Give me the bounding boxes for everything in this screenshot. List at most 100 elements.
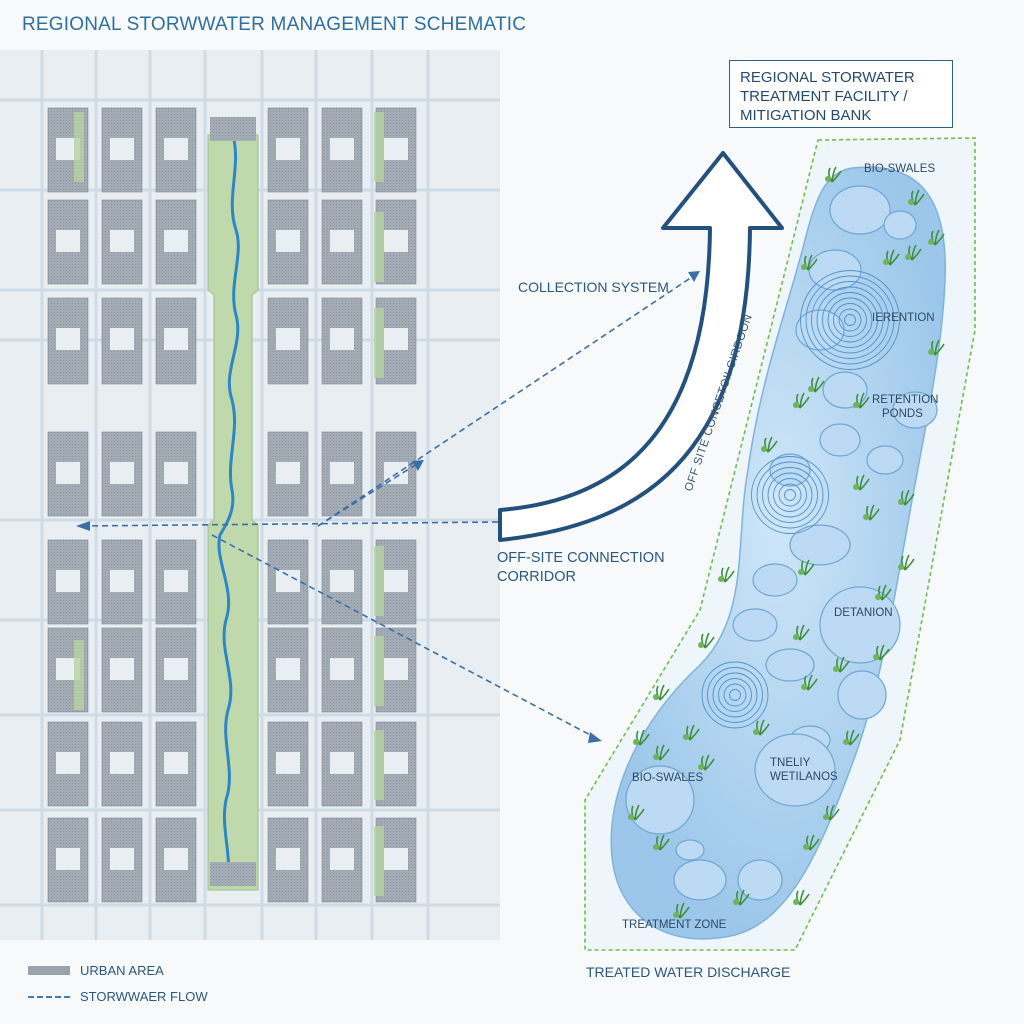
wetlands-line-2: WETILANOS: [770, 771, 838, 783]
plant-clump-19: [793, 624, 810, 641]
plant-clump-27: [843, 729, 860, 746]
block-greenery-8: [74, 640, 84, 710]
park-stream: [217, 139, 240, 886]
plant-stems-19: [796, 624, 810, 641]
block-courtyard-4: [56, 570, 80, 592]
zone-treatment: TREATMENT ZONE: [622, 919, 727, 931]
plant-clump-17: [875, 584, 892, 601]
plant-clump-0: [825, 166, 842, 183]
plant-leaf-13: [863, 514, 869, 520]
zone-retention: IERENTION: [872, 312, 935, 324]
block-courtyard-20: [164, 570, 188, 592]
plant-stems-33: [656, 834, 670, 851]
plant-stems-12: [901, 489, 915, 506]
facility-title-box: REGIONAL STORWATER TREATMENT FACILITY / …: [729, 60, 953, 128]
block-courtyard-43: [384, 462, 408, 484]
block-courtyard-15: [110, 848, 134, 870]
plant-clump-26: [753, 719, 770, 736]
pond-20: [675, 839, 705, 861]
block-courtyard-12: [110, 570, 134, 592]
plant-stems-22: [804, 674, 818, 691]
block-greenery-7: [74, 112, 84, 182]
plant-stems-9: [856, 392, 870, 409]
block-courtyard-32: [330, 138, 354, 160]
ripple-ring-0-5: [822, 292, 878, 348]
ripple-ring-0-8: [805, 275, 895, 365]
arrowhead-branch: [412, 460, 424, 471]
plant-stems-11: [856, 474, 870, 491]
plant-stems-18: [701, 632, 715, 649]
block-courtyard-35: [330, 462, 354, 484]
plant-clump-11: [853, 474, 870, 491]
plant-leaf-36: [673, 912, 679, 918]
pond-10: [752, 563, 798, 597]
block-courtyard-42: [384, 328, 408, 350]
plant-clump-6: [928, 339, 945, 356]
ripple-ring-0-7: [811, 281, 889, 359]
wetlands-line-1: TNELIY: [770, 757, 811, 769]
zone-wetlands: TNELIY WETILANOS: [770, 756, 838, 784]
plant-leaf-0: [825, 176, 831, 182]
page-title: REGIONAL STORWWATER MANAGEMENT SCHEMATIC: [22, 14, 527, 35]
block-courtyard-31: [276, 848, 300, 870]
plant-clump-33: [653, 834, 670, 851]
block-courtyard-24: [276, 138, 300, 160]
plant-clump-32: [803, 834, 820, 851]
block-courtyard-21: [164, 658, 188, 680]
facility-line-2: TREATMENT FACILITY /: [740, 88, 908, 105]
city-blocks: [47, 107, 417, 903]
block-courtyard-45: [384, 658, 408, 680]
plant-stems-32: [806, 834, 820, 851]
plant-stems-16: [901, 554, 915, 571]
block-courtyard-6: [56, 752, 80, 774]
pond-4: [822, 371, 868, 409]
arrowhead-lower: [588, 732, 602, 743]
pond-9: [789, 524, 851, 566]
plant-clump-28: [683, 724, 700, 741]
connection-arrow: [498, 151, 784, 542]
plant-leaf-8: [793, 402, 799, 408]
block-courtyard-29: [276, 658, 300, 680]
facility-water-body: [610, 166, 946, 940]
ripple-ring-2-1: [729, 689, 741, 701]
plant-clump-22: [801, 674, 818, 691]
zone-detention: DETANION: [834, 607, 893, 619]
block-courtyard-23: [164, 848, 188, 870]
plant-stems-2: [931, 229, 945, 246]
pond-0: [829, 185, 891, 235]
ripple-ring-1-5: [762, 467, 818, 523]
plant-clump-31: [823, 804, 840, 821]
block-courtyard-44: [384, 570, 408, 592]
block-courtyard-30: [276, 752, 300, 774]
pond-18: [673, 859, 727, 901]
park-pavilion-bottom: [210, 862, 256, 886]
plant-clump-20: [873, 644, 890, 661]
plant-stems-5: [886, 249, 900, 266]
flow-line-branch: [317, 461, 421, 527]
plant-leaf-2: [928, 239, 934, 245]
block-courtyard-47: [384, 848, 408, 870]
plant-clump-12: [898, 489, 915, 506]
plant-stems-3: [908, 244, 922, 261]
plant-leaf-5: [883, 259, 889, 265]
corridor-label: OFF-SITE CONNECTION CORRIDOR: [497, 549, 665, 587]
block-courtyard-41: [384, 230, 408, 252]
flow-arrowheads: [76, 271, 700, 743]
block-greenery-6: [374, 826, 384, 896]
plant-leaf-16: [898, 564, 904, 570]
pond-6: [892, 391, 938, 429]
block-greenery-5: [374, 730, 384, 800]
block-courtyard-33: [330, 230, 354, 252]
plant-leaf-19: [793, 634, 799, 640]
pond-7: [866, 445, 904, 475]
block-greenery-4: [374, 636, 384, 706]
ponds: [625, 185, 938, 901]
block-courtyard-25: [276, 230, 300, 252]
plant-leaf-10: [761, 446, 767, 452]
plant-leaf-27: [843, 739, 849, 745]
block-courtyard-18: [164, 328, 188, 350]
plant-stems-13: [866, 504, 880, 521]
ripple-ring-2-2: [723, 683, 747, 707]
zone-retention-ponds: RETENTION PONDS: [872, 393, 938, 421]
plant-clump-5: [883, 249, 900, 266]
